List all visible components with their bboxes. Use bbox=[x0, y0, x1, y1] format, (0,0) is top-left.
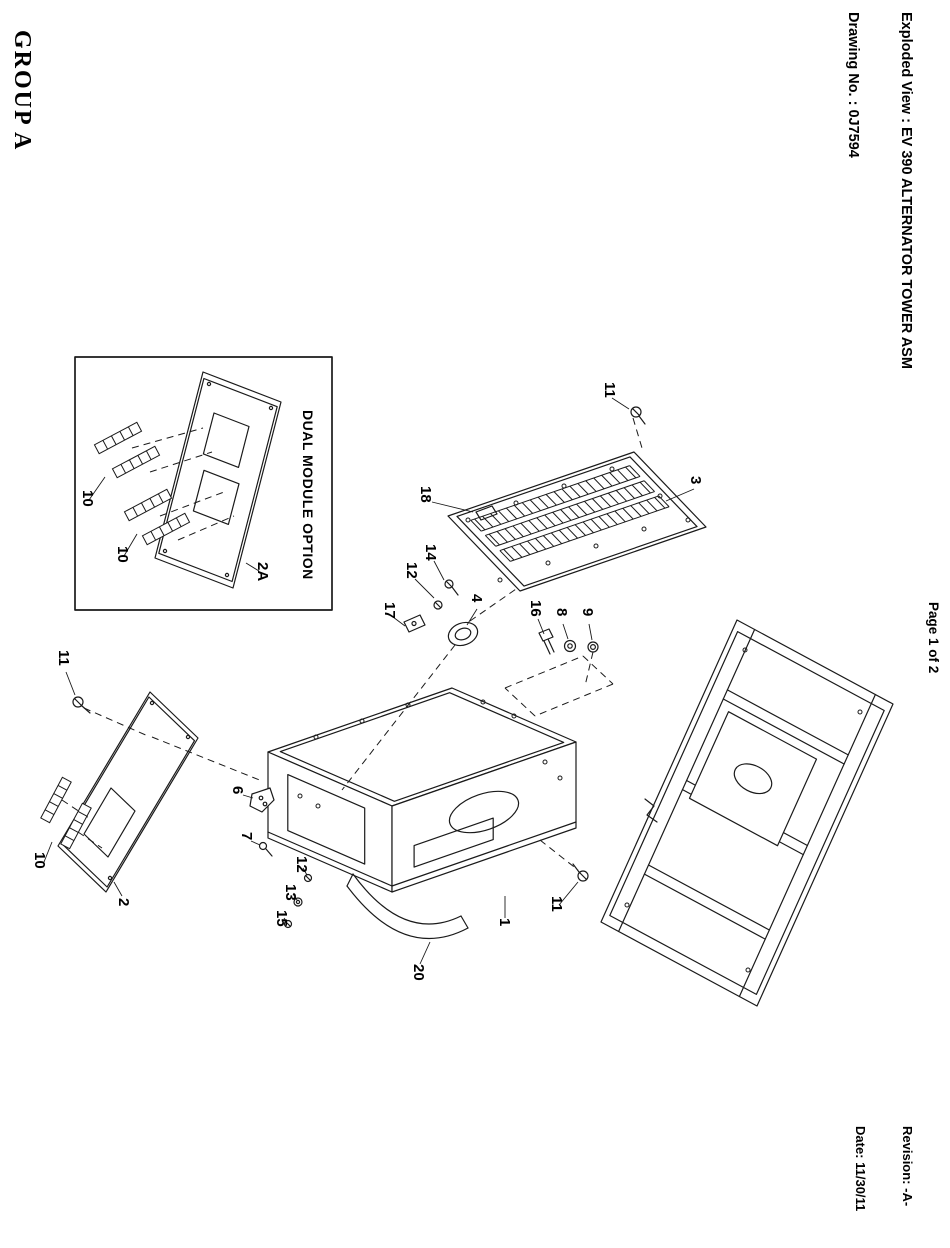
callout-11: 11 bbox=[55, 650, 72, 666]
louvered-panel-3 bbox=[447, 451, 707, 592]
callout-8: 8 bbox=[553, 608, 570, 617]
panel-2 bbox=[57, 691, 199, 893]
screw-12-upper bbox=[433, 600, 443, 610]
screw-11-left bbox=[72, 696, 91, 714]
screw-7 bbox=[258, 841, 273, 857]
callout-13: 13 bbox=[282, 884, 299, 901]
washer-8 bbox=[563, 639, 577, 653]
assembly-axis-lines bbox=[61, 417, 643, 871]
title-block: Exploded View : EV 390 ALTERNATOR TOWER … bbox=[845, 12, 947, 382]
callout-leader-lines bbox=[43, 397, 695, 965]
callout-6: 6 bbox=[229, 786, 246, 795]
washer-13 bbox=[293, 897, 303, 907]
callout-11: 11 bbox=[601, 382, 618, 398]
dual-module-inset-box bbox=[74, 356, 333, 611]
screw-12-lower bbox=[303, 873, 313, 883]
revision-block: Revision: -A- Date: 11/30/11 bbox=[853, 1126, 946, 1244]
grommet-4 bbox=[447, 621, 479, 647]
callout-2: 2 bbox=[115, 898, 132, 907]
frame-skid bbox=[600, 619, 894, 1007]
callout-20: 20 bbox=[410, 964, 427, 981]
callout-12: 12 bbox=[403, 562, 420, 579]
callout-2a: 2A bbox=[254, 562, 271, 582]
callout-11: 11 bbox=[548, 896, 565, 912]
date-line: Date: 11/30/11 bbox=[853, 1126, 868, 1212]
callout-17: 17 bbox=[381, 602, 398, 619]
page-number: Page 1 of 2 bbox=[926, 602, 941, 674]
callout-10: 10 bbox=[114, 546, 131, 563]
bolt-16 bbox=[538, 628, 555, 655]
callout-18: 18 bbox=[417, 486, 434, 503]
generated-detail bbox=[40, 421, 863, 973]
revision-line: Revision: -A- bbox=[900, 1126, 915, 1207]
callout-12: 12 bbox=[293, 856, 310, 873]
bracket-6 bbox=[249, 787, 275, 813]
title-block-line2: Drawing No. : 0J7594 bbox=[845, 12, 861, 158]
group-title: GROUP A bbox=[9, 30, 35, 152]
callout-16: 16 bbox=[527, 600, 544, 617]
clip-17 bbox=[403, 614, 426, 633]
callout-10: 10 bbox=[31, 852, 48, 869]
callout-4: 4 bbox=[468, 594, 485, 603]
callout-14: 14 bbox=[422, 544, 439, 561]
callout-10: 10 bbox=[79, 490, 96, 507]
callout-7: 7 bbox=[238, 832, 255, 841]
curved-guard-20 bbox=[346, 873, 469, 940]
callout-1: 1 bbox=[496, 918, 513, 927]
screw-15 bbox=[283, 919, 293, 929]
screw-11-top bbox=[630, 406, 646, 425]
screw-14 bbox=[444, 579, 459, 596]
enclosure-box-1 bbox=[267, 687, 577, 893]
callout-9: 9 bbox=[579, 608, 596, 617]
screw-11-right bbox=[572, 863, 589, 882]
dual-module-option-label: DUAL MODULE OPTION bbox=[300, 410, 316, 580]
callout-15: 15 bbox=[273, 910, 290, 927]
nut-9 bbox=[587, 641, 599, 653]
title-block-line1: Exploded View : EV 390 ALTERNATOR TOWER … bbox=[898, 12, 914, 369]
callout-3: 3 bbox=[687, 476, 704, 485]
